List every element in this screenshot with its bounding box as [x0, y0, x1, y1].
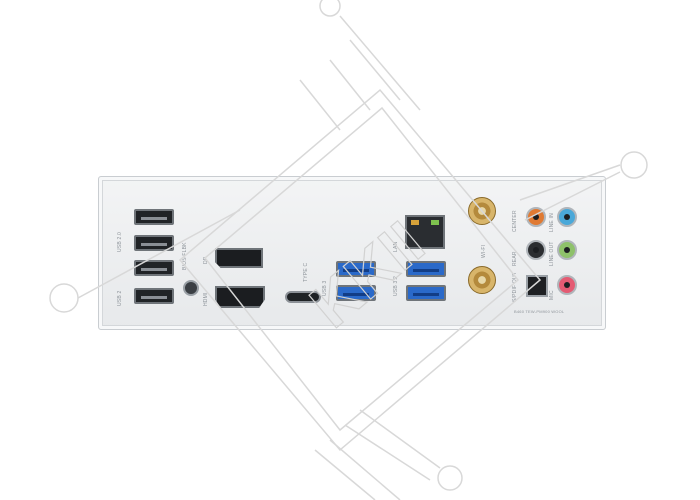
spdif-label: S/PDIF OUT — [512, 271, 518, 302]
lan-label: LAN — [393, 241, 399, 252]
usb2-port — [134, 209, 174, 225]
optical-spdif-port — [526, 275, 548, 297]
ethernet-port — [405, 215, 445, 249]
rear-label: REAR — [512, 251, 518, 266]
audio-jack-line-in — [557, 207, 577, 227]
audio-jack-rear — [526, 240, 546, 260]
usb3-port — [336, 285, 376, 301]
center-label: CENTER — [512, 210, 518, 232]
usb2-label: USB 2 — [117, 290, 123, 306]
usb3-port — [406, 261, 446, 277]
usb3-label: USB 3 — [322, 280, 328, 296]
hdmi-port — [215, 286, 265, 308]
model-code-label: B460 TEW-PM900 WOOL — [514, 309, 565, 314]
usb2-port — [134, 260, 174, 276]
wifi-antenna-connector — [468, 266, 496, 294]
mic-label: MIC — [549, 290, 555, 300]
line-in-label: LINE IN — [549, 213, 555, 232]
usb2-port — [134, 235, 174, 251]
usb-type-c-port — [285, 291, 321, 303]
bios-flashback-button — [183, 280, 199, 296]
dp-label: DP — [203, 256, 209, 264]
audio-jack-center — [526, 207, 546, 227]
displayport — [215, 248, 263, 268]
bios-flashback-label: BIOS FLBK — [182, 242, 188, 270]
usb3-port — [336, 261, 376, 277]
audio-jack-mic — [557, 275, 577, 295]
wifi-label: WI-FI — [481, 244, 487, 258]
usb32-label: USB 3.2 — [393, 275, 399, 296]
usb3-port — [406, 285, 446, 301]
wifi-antenna-connector — [468, 197, 496, 225]
usb20-label: USB 2.0 — [117, 231, 123, 252]
line-out-label: LINE OUT — [549, 241, 555, 266]
hdmi-label: HDMI — [203, 292, 209, 306]
typec-label: TYPE C — [303, 262, 309, 282]
audio-jack-line-out — [557, 240, 577, 260]
usb2-port — [134, 288, 174, 304]
